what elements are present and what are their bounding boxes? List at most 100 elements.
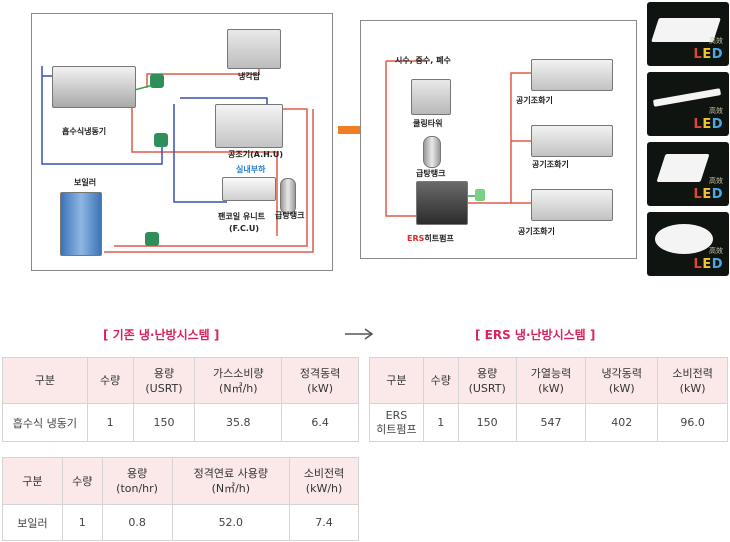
table-cell: 1 [86,403,134,442]
table-header-text: 냉각동력 [601,366,643,380]
table-header-text: 수량 [430,374,451,387]
table-cell-text: 6.4 [311,416,329,429]
table-header-text: (kW) [679,381,706,395]
table-cell-text: 히트펌프 [376,422,417,436]
led-panel-small-square: 高效 LED [647,142,729,206]
label-ahu: 공조기(A.H.U) [228,150,284,159]
table-header-text: (kW) [307,381,333,395]
pump-icon [150,74,164,88]
table-cell-text: 96.0 [680,416,705,429]
led-brand-small: 高效 [709,177,723,185]
table-header-cell: 수량 [86,357,134,404]
label-water-sources: 시수, 중수, 폐수 [395,56,451,65]
table-cell-text: 1 [106,416,114,429]
led-panel-round: 高效 LED [647,212,729,276]
table-cell: 1 [422,403,459,442]
table-cell: 7.4 [289,504,359,541]
table-header-text: 수량 [72,474,93,488]
table-cell-text: 150 [153,416,175,429]
table-header-text: 가스소비량 [212,366,264,380]
led-brand-logo: LED [693,47,723,62]
label-heat-pump-suffix: 히트펌프 [424,234,454,243]
absorption-chiller-image [52,66,136,108]
heat-pump-image [416,181,468,225]
table-cell-text: 7.4 [315,516,333,529]
hot-water-tank-image [423,136,441,168]
table-cell-text: 150 [476,416,498,429]
table-header-cell: 용량(USRT) [457,357,517,404]
table-cell-text: 보일러 [17,516,48,530]
pump-icon [154,133,168,147]
led-panel-square: 高效 LED [647,2,729,66]
air-handling-unit-image-2 [531,125,613,157]
label-ahu-2: 공기조화기 [532,160,569,169]
led-panel-shape [656,154,710,182]
label-fcu-line2: (F.C.U) [229,224,260,233]
table-cell: 96.0 [657,403,728,442]
table-cell: 1 [61,504,103,541]
table-header-cell: 수량 [422,357,459,404]
table-header-text: (kW) [608,381,635,395]
table-cell-text: 흡수식 냉동기 [12,416,77,430]
table-cell-text: 1 [437,416,445,429]
table-cell: 150 [457,403,517,442]
label-hot-water-tank: 급탕탱크 [275,211,305,220]
table-header-text: 구분 [386,374,407,387]
table-row: 보일러 1 0.8 52.0 7.4 [2,504,359,541]
table-cell-text: 0.8 [128,516,146,529]
table-header-cell: 정격동력(kW) [281,357,359,404]
table-header-text: (ton/hr) [116,482,158,495]
label-cooling-tower: 쿨링타워 [413,119,443,128]
table-cell-text: 35.8 [226,416,251,429]
led-brand-small: 高效 [709,107,723,115]
table-header-text: 정격연료 사용량 [193,467,268,480]
led-brand-small: 高效 [709,247,723,255]
table-row: 흡수식 냉동기 1 150 35.8 6.4 [2,403,359,442]
table-header-text: (kW/h) [305,482,343,495]
hot-water-tank-image [280,178,296,214]
led-panel-shape [655,224,713,254]
ahu-image [215,104,283,148]
table-header-cell: 구분 [2,457,63,505]
label-cooling-tower: 냉각탑 [238,72,261,81]
table-header-cell: 용량(ton/hr) [101,457,173,505]
table-header-text: (N㎥/h) [211,482,251,495]
table-cell-text: 547 [540,416,562,429]
ers-system-title: [ ERS 냉·난방시스템 ] [475,328,596,342]
table-cell: 6.4 [281,403,359,442]
led-brand-logo: LED [693,117,723,132]
table-header-text: (kW) [538,381,564,395]
led-brand-logo: LED [693,257,723,272]
cooling-tower-image [411,79,451,115]
table-cell: 52.0 [171,504,291,541]
label-indoor-load: 실내부하 [236,165,266,174]
table-header-text: 용량 [477,366,498,380]
table-header-cell: 가열능력(kW) [515,357,587,404]
table-header-text: 소비전력 [672,366,713,380]
led-panel-shape [652,88,722,107]
table-cell-text: 402 [611,416,633,429]
existing-pipes [41,56,314,253]
table-header-text: 구분 [22,474,43,488]
fcu-image [222,177,276,201]
label-fcu-line1: 팬코일 유니트 [218,212,265,221]
table-cell: 보일러 [2,504,63,541]
existing-system-diagram: 냉각탑 흡수식냉동기 공조기(A.H.U) 실내부하 팬코일 유니트 (F.C.… [31,13,333,271]
table-header-text: 용량 [153,366,175,380]
table-header-cell: 가스소비량(N㎥/h) [194,357,283,404]
table-header-text: 수량 [99,374,121,387]
pump-icon [475,189,485,201]
ers-system-diagram: 시수, 중수, 폐수 쿨링타워 급탕탱크 ERS히트펌프 공기조화기 공기조화기… [360,20,637,259]
air-handling-unit-image-3 [531,189,613,221]
table-header-text: 소비전력 [303,467,345,480]
label-boiler: 보일러 [74,178,97,187]
table-header-text: 가열능력 [530,366,572,380]
table-header-cell: 정격연료 사용량 (N㎥/h) [171,457,291,505]
existing-boiler-table: 구분 수량 용량(ton/hr) 정격연료 사용량 (N㎥/h) 소비전력 (kW/h) 보… [2,457,359,541]
